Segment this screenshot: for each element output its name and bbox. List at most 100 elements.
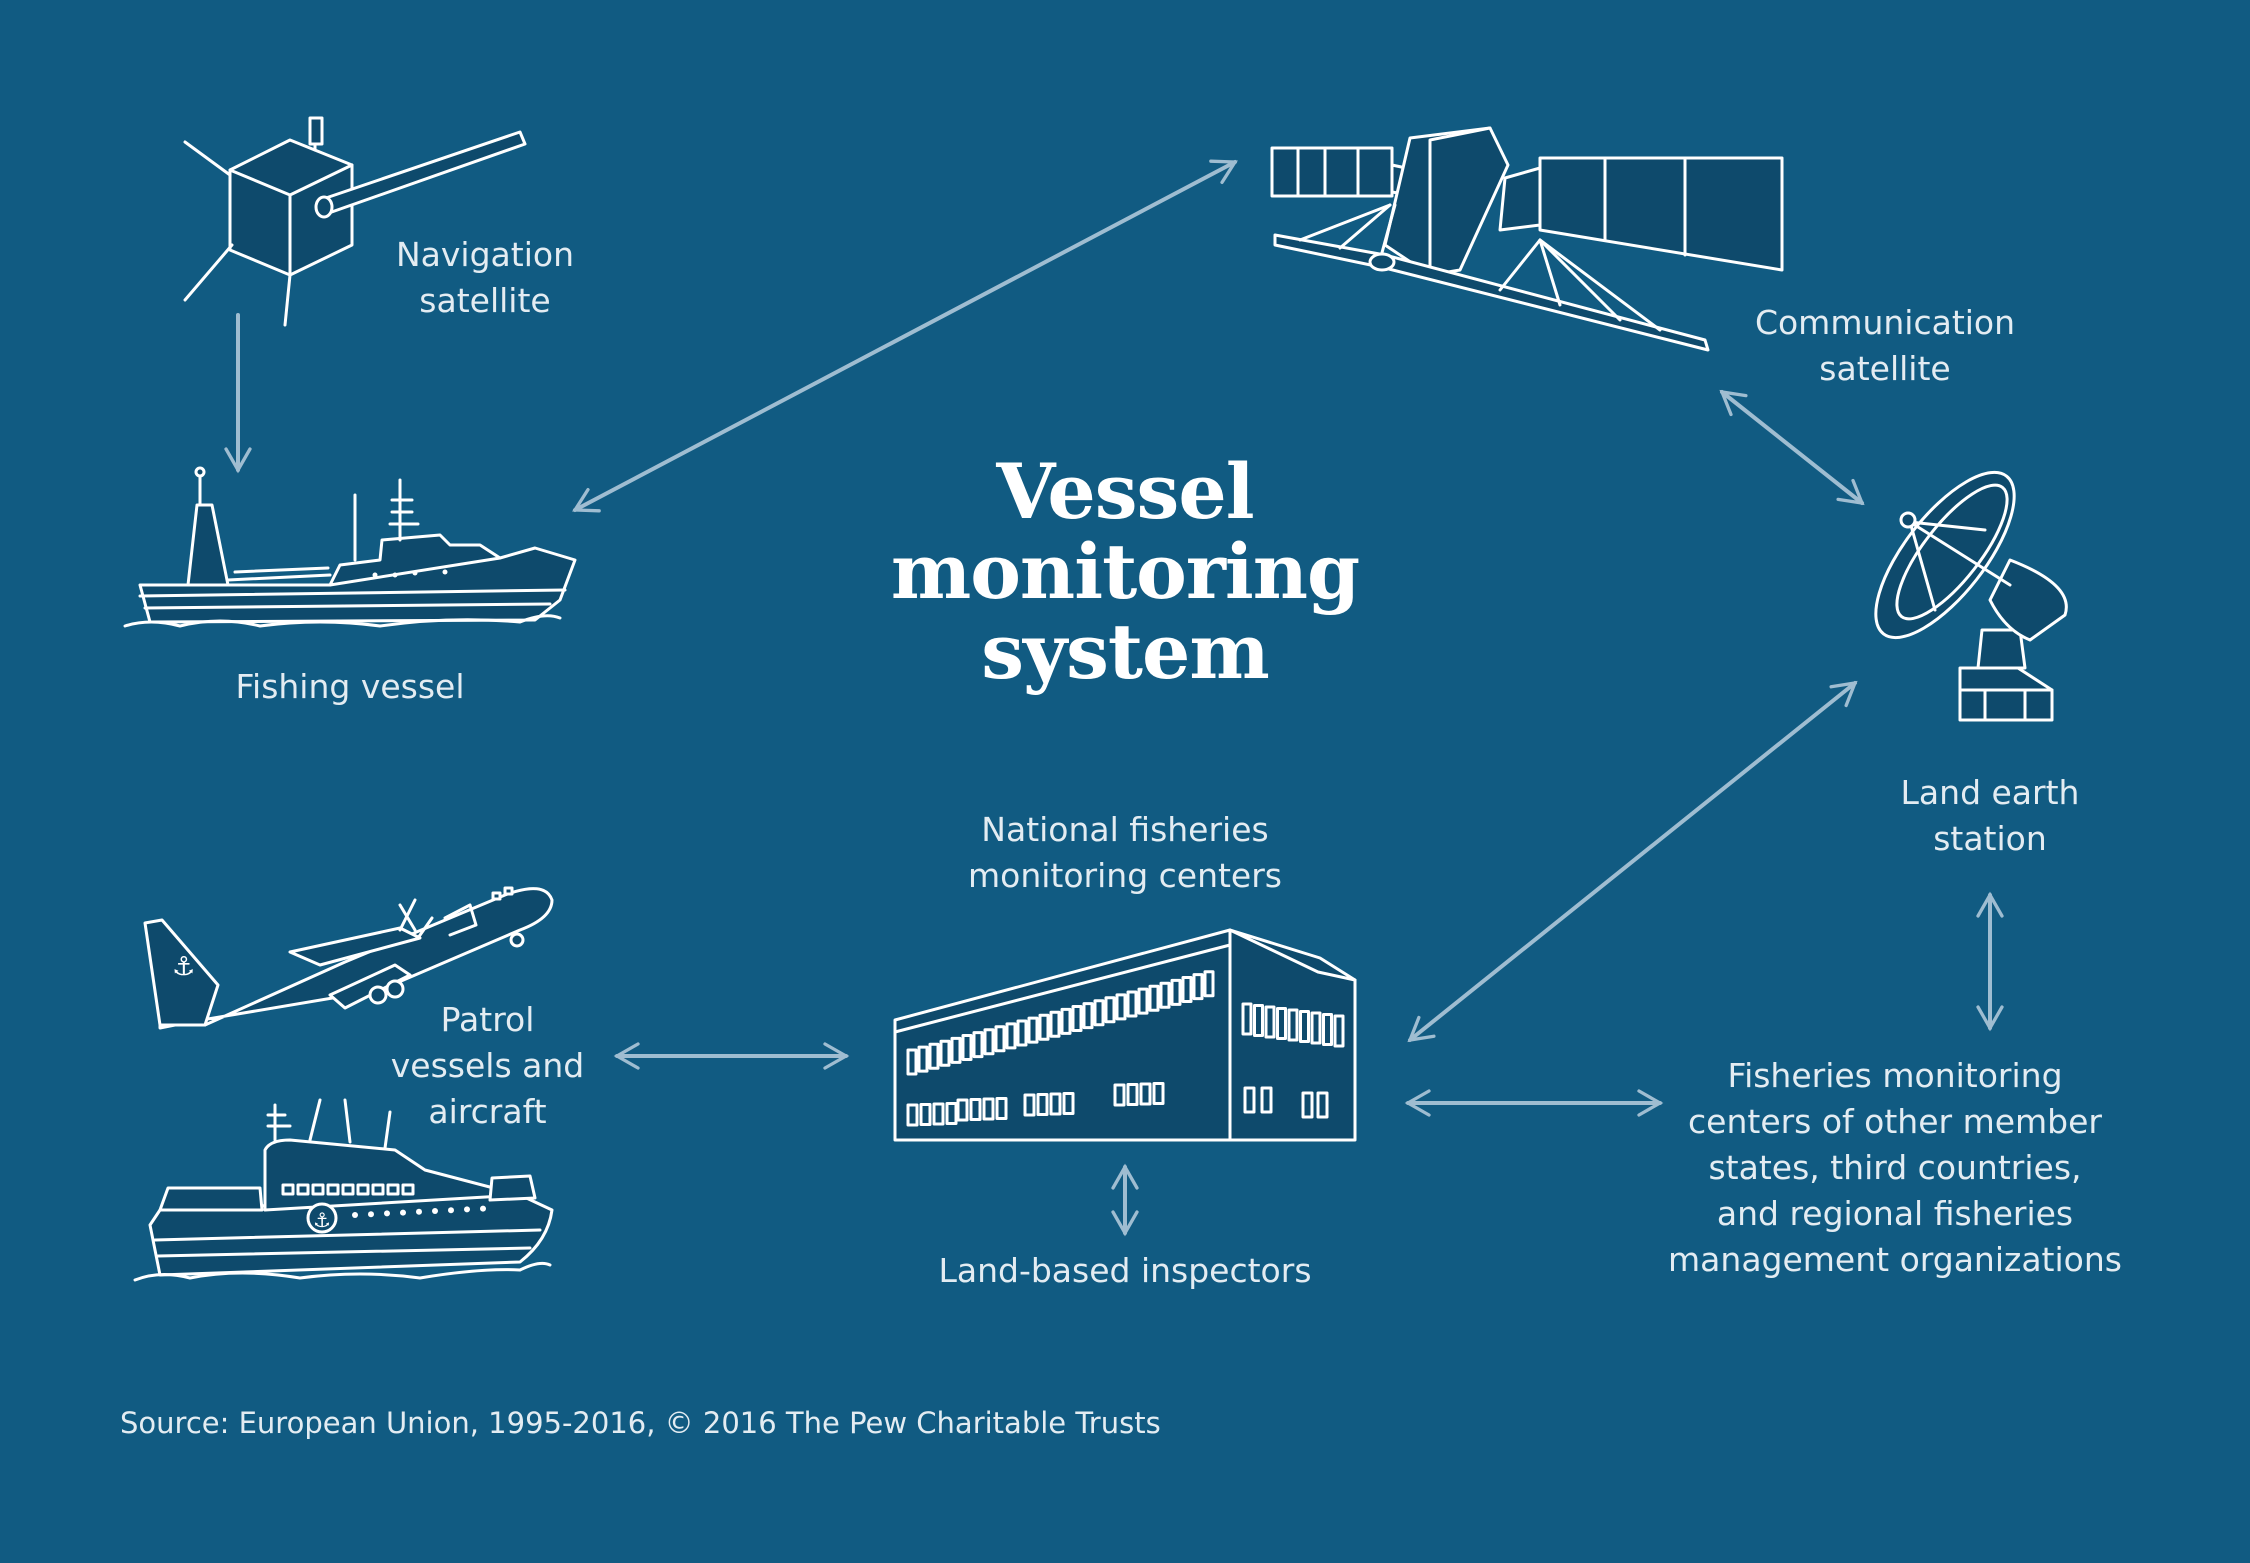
porthole (368, 1211, 374, 1218)
window (1060, 1007, 1072, 1035)
window (326, 1183, 340, 1196)
label-land-earth-station: Land earth station (1900, 773, 2080, 858)
label-communication-satellite: Communication satellite (1754, 303, 2016, 388)
window (917, 1045, 929, 1073)
window (281, 1183, 295, 1196)
window (1181, 976, 1193, 1003)
window (386, 1183, 400, 1196)
window (1038, 1013, 1050, 1041)
label-other-centers: Fisheries monitoring centers of other me… (1668, 1056, 2122, 1279)
window (1126, 1083, 1139, 1106)
window (972, 1031, 984, 1059)
communication-satellite-icon (1270, 126, 1784, 352)
window (311, 1183, 325, 1196)
window (1264, 1005, 1276, 1039)
label-inspectors: Land-based inspectors (938, 1251, 1312, 1290)
window (1126, 990, 1138, 1018)
building-icon (893, 928, 1357, 1142)
window (983, 1028, 995, 1056)
window (1005, 1022, 1017, 1050)
window (1152, 1082, 1165, 1105)
diagram-title: Vessel monitoring system (890, 447, 1360, 696)
window (1071, 1005, 1083, 1032)
window (1023, 1093, 1036, 1117)
patrol-boat-windows (281, 1183, 486, 1218)
building-windows (906, 970, 1345, 1127)
label-fishing-vessel: Fishing vessel (235, 667, 465, 706)
airplane-icon: ⚓ (143, 886, 554, 1030)
anchor-symbol: ⚓ (313, 1208, 331, 1232)
window (1159, 981, 1171, 1009)
window (1049, 1010, 1061, 1038)
window (1082, 1002, 1094, 1030)
porthole (416, 1208, 422, 1215)
window (371, 1183, 385, 1196)
window (932, 1102, 945, 1126)
fishing-vessel-icon (123, 466, 577, 628)
window (906, 1103, 919, 1127)
window (341, 1183, 355, 1196)
window (1310, 1011, 1322, 1045)
porthole (480, 1205, 486, 1212)
navigation-satellite-icon (183, 116, 527, 327)
window (356, 1183, 370, 1196)
window (950, 1036, 962, 1064)
window (1036, 1093, 1049, 1116)
arrow-station-center (1407, 680, 1858, 1043)
window (1243, 1086, 1256, 1114)
label-patrol: Patrol vessels and aircraft (390, 1000, 585, 1131)
window (1148, 984, 1160, 1012)
window (1170, 978, 1182, 1006)
arrow-comsat-station (1719, 389, 1865, 506)
window (1260, 1086, 1273, 1114)
label-national-centers: National fisheries monitoring centers (968, 810, 1282, 895)
window (1276, 1007, 1287, 1040)
label-navigation-satellite: Navigation satellite (396, 235, 574, 320)
window (995, 1097, 1008, 1120)
window (1287, 1008, 1299, 1042)
window (1192, 973, 1204, 1001)
window (945, 1102, 958, 1125)
window (1203, 970, 1215, 998)
window (1316, 1091, 1329, 1119)
window (296, 1183, 310, 1196)
window (1241, 1002, 1253, 1036)
window (1016, 1019, 1028, 1047)
source-note: Source: European Union, 1995-2016, © 201… (120, 1406, 1161, 1440)
window (1093, 999, 1105, 1027)
window (1049, 1092, 1062, 1116)
window (1062, 1092, 1075, 1115)
window (1322, 1013, 1333, 1046)
porthole (432, 1208, 438, 1214)
anchor-symbol: ⚓ (172, 952, 195, 982)
window (401, 1183, 415, 1196)
window (1333, 1014, 1345, 1048)
arrows (224, 159, 2004, 1237)
window (1104, 996, 1116, 1024)
window (928, 1042, 940, 1070)
porthole (384, 1210, 390, 1217)
arrow-vessel-comsat (572, 159, 1238, 513)
porthole (448, 1207, 454, 1214)
satellite-dish-icon (1874, 470, 2068, 722)
window (994, 1025, 1006, 1053)
window (961, 1034, 973, 1061)
patrol-boat-icon: ⚓ (133, 1098, 554, 1282)
window (1139, 1082, 1152, 1106)
window (982, 1097, 995, 1121)
window (969, 1098, 982, 1121)
porthole (464, 1206, 470, 1213)
window (1253, 1004, 1264, 1037)
window (956, 1098, 969, 1122)
window (919, 1103, 932, 1126)
porthole (352, 1212, 358, 1218)
window (1301, 1091, 1314, 1119)
window (939, 1039, 951, 1067)
porthole (400, 1209, 406, 1216)
window (1137, 987, 1149, 1015)
window (1115, 993, 1127, 1021)
window (1027, 1016, 1039, 1044)
window (1299, 1010, 1310, 1043)
window (1113, 1083, 1126, 1107)
